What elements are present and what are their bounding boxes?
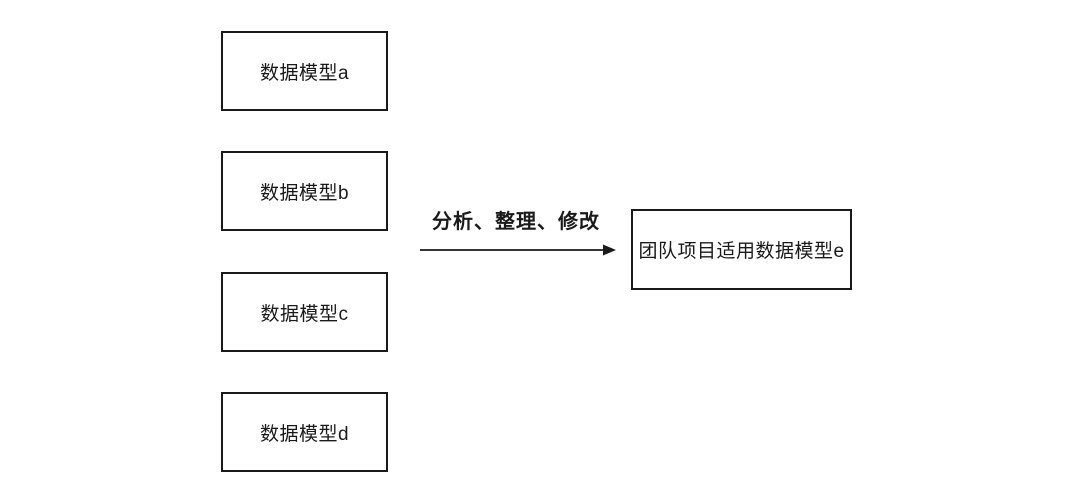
source-box-label: 数据模型b	[259, 182, 350, 204]
flow-arrow-icon	[420, 244, 616, 256]
source-box-label: 数据模型c	[260, 303, 349, 325]
source-box-data-model-d: 数据模型d	[221, 392, 388, 472]
source-box-label: 数据模型a	[259, 62, 350, 84]
arrow-process-label: 分析、整理、修改	[432, 211, 600, 233]
result-box-data-model-e: 团队项目适用数据模型e	[631, 209, 852, 290]
source-box-data-model-b: 数据模型b	[221, 151, 388, 231]
result-box-label: 团队项目适用数据模型e	[638, 241, 845, 262]
source-box-label: 数据模型d	[259, 423, 350, 445]
source-box-data-model-a: 数据模型a	[221, 31, 388, 111]
source-box-data-model-c: 数据模型c	[221, 272, 388, 352]
